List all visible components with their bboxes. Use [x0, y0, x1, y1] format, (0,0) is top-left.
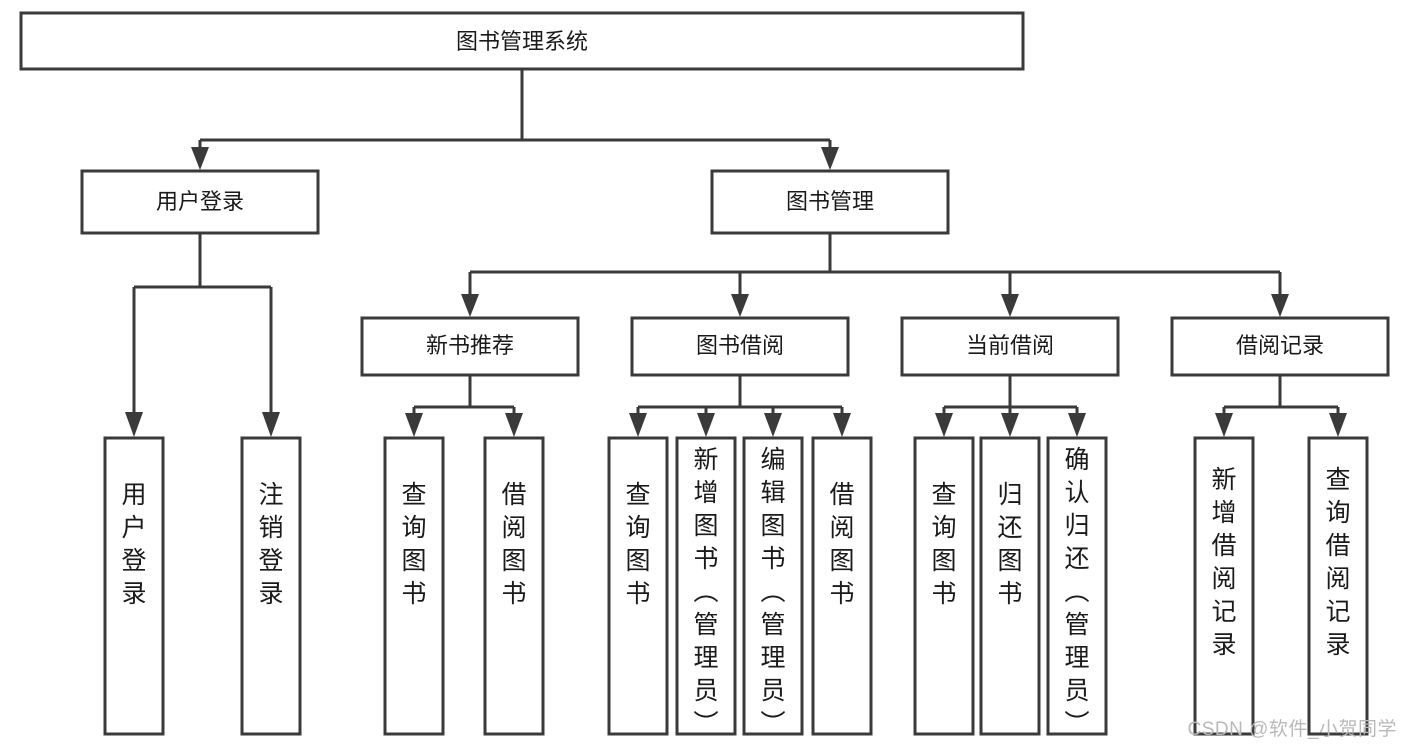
node-book-borrow-label: 图书借阅 — [696, 333, 784, 358]
node-book-manage-label: 图书管理 — [786, 189, 874, 214]
node-leaf-query-book-2-box[interactable] — [607, 436, 669, 736]
node-borrow-record[interactable]: 借阅记录 — [1170, 316, 1390, 377]
connectors-group — [125, 70, 1347, 437]
node-user-login[interactable]: 用户登录 — [80, 169, 320, 235]
arrow-leaf-query-record — [1329, 413, 1347, 437]
node-leaf-confirm-return-label: 确认归还︵管理员︶ — [1064, 446, 1089, 738]
node-leaf-query-record-label: 查询借阅记录 — [1325, 466, 1350, 659]
node-leaf-edit-book[interactable]: 编辑图书︵管理员︶ — [742, 436, 804, 738]
node-leaf-add-record-label: 新增借阅记录 — [1211, 466, 1236, 659]
arrow-leaf-logout-login — [262, 412, 280, 437]
node-leaf-confirm-return-box[interactable] — [1046, 436, 1108, 736]
node-leaf-add-record-box[interactable] — [1193, 436, 1255, 736]
arrow-borrow-record — [1271, 294, 1289, 317]
node-leaf-query-book-2-label: 查询图书 — [625, 481, 650, 608]
node-leaf-borrow-book-2[interactable]: 借阅图书 — [811, 436, 873, 736]
arrow-leaf-add-record — [1215, 413, 1233, 437]
node-leaf-query-book-1-label: 查询图书 — [401, 481, 426, 608]
node-leaf-logout-login-label: 注销登录 — [258, 481, 283, 608]
node-root-label: 图书管理系统 — [456, 29, 588, 54]
node-leaf-add-book[interactable]: 新增图书︵管理员︶ — [675, 436, 737, 738]
node-root-box[interactable] — [19, 11, 1025, 71]
node-leaf-query-record[interactable]: 查询借阅记录 — [1307, 436, 1369, 736]
node-book-borrow[interactable]: 图书借阅 — [630, 316, 850, 377]
arrow-leaf-confirm-return — [1068, 413, 1086, 437]
node-book-manage[interactable]: 图书管理 — [710, 169, 950, 235]
node-root[interactable]: 图书管理系统 — [19, 11, 1025, 71]
arrow-book-manage — [821, 147, 839, 170]
node-leaf-return-book[interactable]: 归还图书 — [979, 436, 1041, 736]
node-leaf-add-book-label: 新增图书︵管理员︶ — [693, 446, 718, 738]
arrow-leaf-edit-book — [764, 413, 782, 437]
arrow-leaf-borrow-book-2 — [833, 413, 851, 437]
node-new-book-recommend-label: 新书推荐 — [426, 333, 514, 358]
node-book-borrow-box[interactable] — [630, 316, 850, 377]
csdn-watermark: CSDN @软件_小贺同学 — [1187, 719, 1397, 740]
node-leaf-borrow-book-1-label: 借阅图书 — [501, 481, 526, 608]
node-user-login-box[interactable] — [80, 169, 320, 235]
arrow-leaf-query-book-3 — [935, 413, 953, 437]
node-current-borrow-label: 当前借阅 — [966, 333, 1054, 358]
node-current-borrow[interactable]: 当前借阅 — [900, 316, 1120, 377]
node-leaf-borrow-book-2-box[interactable] — [811, 436, 873, 736]
node-book-manage-box[interactable] — [710, 169, 950, 235]
node-leaf-edit-book-label: 编辑图书︵管理员︶ — [760, 446, 785, 738]
arrow-leaf-user-login — [125, 412, 143, 437]
node-leaf-query-book-1-box[interactable] — [383, 436, 445, 736]
node-leaf-query-book-3-label: 查询图书 — [931, 481, 956, 608]
arrow-current-borrow — [1001, 294, 1019, 317]
arrow-user-login — [191, 147, 209, 170]
node-leaf-query-book-1[interactable]: 查询图书 — [383, 436, 445, 736]
node-leaf-add-record[interactable]: 新增借阅记录 — [1193, 436, 1255, 736]
node-leaf-confirm-return[interactable]: 确认归还︵管理员︶ — [1046, 436, 1108, 738]
node-leaf-user-login-box[interactable] — [103, 436, 165, 736]
node-borrow-record-box[interactable] — [1170, 316, 1390, 377]
node-new-book-recommend-box[interactable] — [360, 316, 580, 377]
arrow-book-borrow — [731, 294, 749, 317]
node-user-login-label: 用户登录 — [156, 189, 244, 214]
node-leaf-add-book-box[interactable] — [675, 436, 737, 736]
arrow-leaf-borrow-book-1 — [505, 413, 523, 437]
node-leaf-query-book-2[interactable]: 查询图书 — [607, 436, 669, 736]
arrow-leaf-return-book — [1001, 413, 1019, 437]
node-leaf-logout-login-box[interactable] — [240, 436, 302, 736]
node-leaf-logout-login[interactable]: 注销登录 — [240, 436, 302, 736]
node-leaf-query-book-3-box[interactable] — [913, 436, 975, 736]
node-current-borrow-box[interactable] — [900, 316, 1120, 377]
arrow-new-book-recommend — [461, 294, 479, 317]
node-leaf-return-book-label: 归还图书 — [997, 481, 1022, 608]
node-leaf-edit-book-box[interactable] — [742, 436, 804, 736]
node-leaf-user-login-label: 用户登录 — [121, 481, 146, 608]
arrow-leaf-query-book-1 — [405, 413, 423, 437]
node-leaf-return-book-box[interactable] — [979, 436, 1041, 736]
arrow-leaf-query-book-2 — [629, 413, 647, 437]
node-leaf-borrow-book-1-box[interactable] — [483, 436, 545, 736]
node-new-book-recommend[interactable]: 新书推荐 — [360, 316, 580, 377]
node-leaf-query-record-box[interactable] — [1307, 436, 1369, 736]
node-leaf-query-book-3[interactable]: 查询图书 — [913, 436, 975, 736]
node-leaf-borrow-book-1[interactable]: 借阅图书 — [483, 436, 545, 736]
node-leaf-user-login[interactable]: 用户登录 — [103, 436, 165, 736]
node-leaf-borrow-book-2-label: 借阅图书 — [829, 481, 854, 608]
arrow-leaf-add-book — [697, 413, 715, 437]
node-borrow-record-label: 借阅记录 — [1236, 333, 1324, 358]
